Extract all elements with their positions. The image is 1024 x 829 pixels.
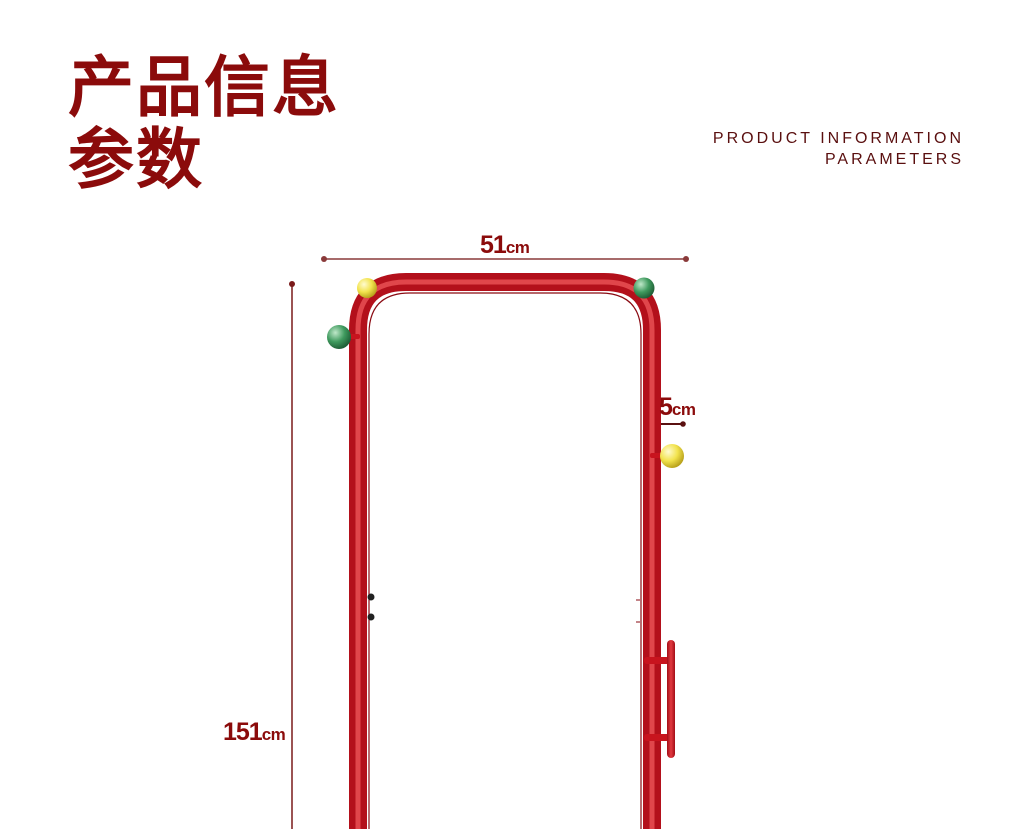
width-dimension-line xyxy=(321,256,689,262)
english-subtitle-line-2: PARAMETERS xyxy=(824,151,964,168)
rack-frame-highlight xyxy=(355,279,655,829)
height-unit: cm xyxy=(261,725,286,744)
width-dimension-label: 51cm xyxy=(480,231,530,259)
height-dimension-line xyxy=(289,281,295,829)
width-unit: cm xyxy=(505,238,530,257)
yellow-ball-right xyxy=(660,444,684,468)
english-subtitle-line-1: PRODUCT INFORMATION xyxy=(712,130,964,147)
rack-frame-outer xyxy=(349,273,661,829)
hook-value: 5 xyxy=(659,393,673,421)
height-dimension-label: 151cm xyxy=(223,718,286,746)
hook-stubs xyxy=(344,288,666,458)
english-subtitle: PRODUCT INFORMATION PARAMETERS xyxy=(713,128,964,170)
rack-frame-inner-edge xyxy=(368,292,642,829)
hook-unit: cm xyxy=(671,400,696,419)
green-ball-top-right xyxy=(633,277,655,299)
green-ball-left xyxy=(327,325,351,349)
yellow-ball-top-left xyxy=(357,278,377,298)
height-value: 151 xyxy=(223,718,263,746)
hook-dimension-label: 5cm xyxy=(659,393,696,421)
page-title-line-2: 参数 xyxy=(68,121,204,198)
frame-screws xyxy=(367,593,640,623)
side-handle xyxy=(644,640,675,758)
width-value: 51 xyxy=(480,231,507,259)
page-title-line-1: 产品信息 xyxy=(68,49,340,126)
page-title: 产品信息 参数 xyxy=(68,52,340,196)
